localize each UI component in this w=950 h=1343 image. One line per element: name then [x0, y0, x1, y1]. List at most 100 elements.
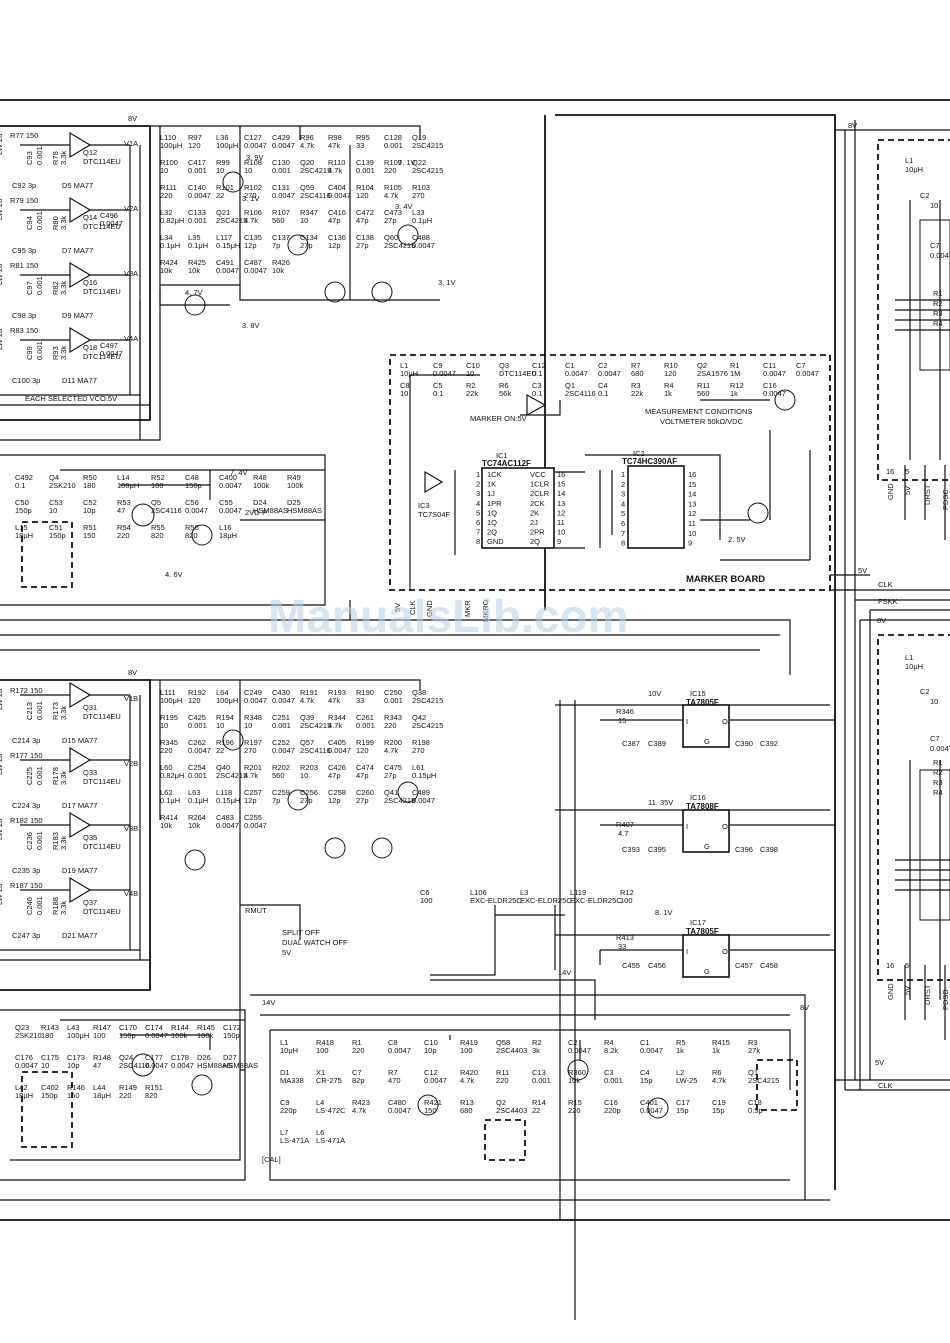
buffer-bottom-part-ref: R348	[244, 713, 262, 722]
ic17-pin-i: I	[686, 947, 688, 956]
buffer-top-part-value: 0.001	[188, 216, 207, 225]
marker-part-value: 22k	[631, 389, 643, 398]
osc-bottom-part-ref: D26	[197, 1053, 211, 1062]
labels: 8V 8V 8V 8V 8V 4, 7V 5V 5V CLK CLK FSKK …	[25, 114, 950, 1164]
osc-bottom-part-value: 220	[119, 1091, 132, 1100]
buffer-top-part-value: 2SC4215	[216, 216, 247, 225]
cal-osc-part-value: 2SC4403	[496, 1046, 527, 1055]
cal-osc-part-ref: R11	[496, 1068, 509, 1077]
vco-side-cap-ref: C496	[100, 211, 118, 220]
vco-cap: C225	[25, 767, 34, 785]
buffer-top-part-value: 0.0047	[244, 141, 267, 150]
ic1-pin-num-right: 11	[557, 518, 565, 527]
buffer-bottom-part-value: 4.7k	[328, 721, 342, 730]
rb-bot-pin5: 5	[905, 961, 909, 970]
buffer-bottom-part-value: 27p	[300, 796, 313, 805]
ic17-rin: R413	[616, 933, 634, 942]
vco-coupling-cap: C214 3p	[12, 736, 40, 745]
ic2-pin-num-right: 11	[688, 519, 696, 528]
buffer-bottom-part-value: 0.15μH	[412, 771, 436, 780]
cal-osc-part-ref: L7	[280, 1128, 288, 1137]
ic2-pin-num-left: 6	[621, 519, 625, 528]
buffer-top-part-ref: R103	[412, 183, 430, 192]
vco-resistor: R172 150	[10, 686, 43, 695]
buffer-bottom-part-ref: C426	[328, 763, 346, 772]
vco-bias-resistor: R80	[51, 216, 60, 230]
ic2-pin-num-right: 12	[688, 509, 696, 518]
ic16-pin-o: O	[722, 822, 728, 831]
buffer-top-part-value: 120	[188, 141, 201, 150]
cal-osc-part-ref: R13	[460, 1098, 474, 1107]
vco-bias-resistor: R173	[51, 702, 60, 720]
osc-top-part-ref: R54	[117, 523, 131, 532]
marker-part-value: 0.0047	[763, 389, 786, 398]
cal-osc-part-ref: X1	[316, 1068, 325, 1077]
buffer-bottom-part-value: 2SC4215	[384, 796, 415, 805]
osc-top-part-value: 2SC4116	[151, 506, 182, 515]
buffer-top-part-ref: Q59	[300, 183, 314, 192]
buffer-top-part-ref: R97	[188, 133, 202, 142]
cal-osc-part-ref: C401	[640, 1098, 658, 1107]
rb-bot-r2: R2	[933, 768, 943, 777]
osc-top-part-value: 47	[117, 506, 125, 515]
cal-osc-part-value: MA338	[280, 1076, 304, 1085]
osc-bottom-part-value: HSM88AS	[197, 1061, 232, 1070]
cal-osc-part-value: 15p	[640, 1076, 653, 1085]
cal-osc-part-ref: R14	[532, 1098, 546, 1107]
buffer-top-part-ref: R102	[244, 183, 262, 192]
buffer-bottom-part-value: 100μH	[160, 696, 182, 705]
right-board-bottom-frame	[877, 634, 950, 981]
osc-top-part-value: 220	[117, 531, 130, 540]
cal-osc-part-ref: R4	[604, 1038, 614, 1047]
buffer-top-part-value: 33	[356, 141, 364, 150]
osc-bottom-part-ref: L43	[67, 1023, 80, 1032]
rb-top-r3: R3	[933, 309, 943, 318]
buffer-top-part-ref: R96	[300, 133, 314, 142]
osc-top-part-ref: C55	[219, 498, 233, 507]
buffer-top-part-ref: C404	[328, 183, 346, 192]
buffer-bottom-part-ref: R193	[328, 688, 346, 697]
ic1-pin-name-left: 1Q	[487, 518, 497, 527]
voltage-31: 3. 1V	[242, 194, 260, 203]
buffer-bottom-part-ref: L63	[188, 788, 201, 797]
osc-top-part-ref: R51	[83, 523, 97, 532]
vco-transistor: Q33	[83, 768, 97, 777]
cal-osc-part-value: 470	[388, 1076, 401, 1085]
misc-part-ref: L3	[520, 888, 528, 897]
buffer-bottom-part-ref: C259	[272, 788, 290, 797]
buffer-bottom-part-value: 10	[244, 721, 252, 730]
buffer-top-part-ref: R109	[384, 158, 402, 167]
cal-osc-part-value: 150	[424, 1106, 437, 1115]
rb-top-r1: R1	[933, 289, 943, 298]
vco-coil: LW-28	[0, 329, 4, 350]
voltage-74: 7. 4V	[230, 468, 248, 477]
osc-bottom-part-ref: D27	[223, 1053, 237, 1062]
buffer-top-part-ref: L117	[216, 233, 232, 242]
ic1-pin-num-left: 3	[476, 489, 480, 498]
split-note-1: SPLIT OFF	[282, 928, 320, 937]
coil-box-l7	[756, 1059, 798, 1111]
voltage-71: 7. 1V	[398, 158, 416, 167]
marker-part-value: 2SA1576	[697, 369, 728, 378]
ic1-pin-num-left: 8	[476, 537, 480, 546]
buffer-top-part-value: 0.15μH	[216, 241, 240, 250]
right-board-top-frame	[877, 139, 950, 481]
rb-top-r2: R2	[933, 299, 943, 308]
buffer-top-part-ref: R106	[244, 208, 262, 217]
rail-5v-b: 5V	[875, 1058, 884, 1067]
osc-top-part-ref: R52	[151, 473, 165, 482]
buffer-top-part-value: 27p	[384, 216, 397, 225]
cal-osc-part-ref: R6	[712, 1068, 722, 1077]
ic1-pin-name-left: 1CK	[487, 470, 502, 479]
buffer-top-part-ref: C138	[356, 233, 374, 242]
vco-bias-value: 3.3k	[59, 346, 68, 360]
ic1-pin-num-right: 13	[557, 499, 565, 508]
cal-osc-part-value: LS-472C	[316, 1106, 346, 1115]
ic16-pin-g: G	[704, 842, 710, 851]
buffer-top-part-value: 47k	[328, 141, 340, 150]
cal-osc-part-ref: R5	[676, 1038, 686, 1047]
rail-14v-a: 14V	[558, 968, 571, 977]
vco-transistor: Q16	[83, 278, 97, 287]
ic2-pin-num-left: 3	[621, 490, 625, 499]
